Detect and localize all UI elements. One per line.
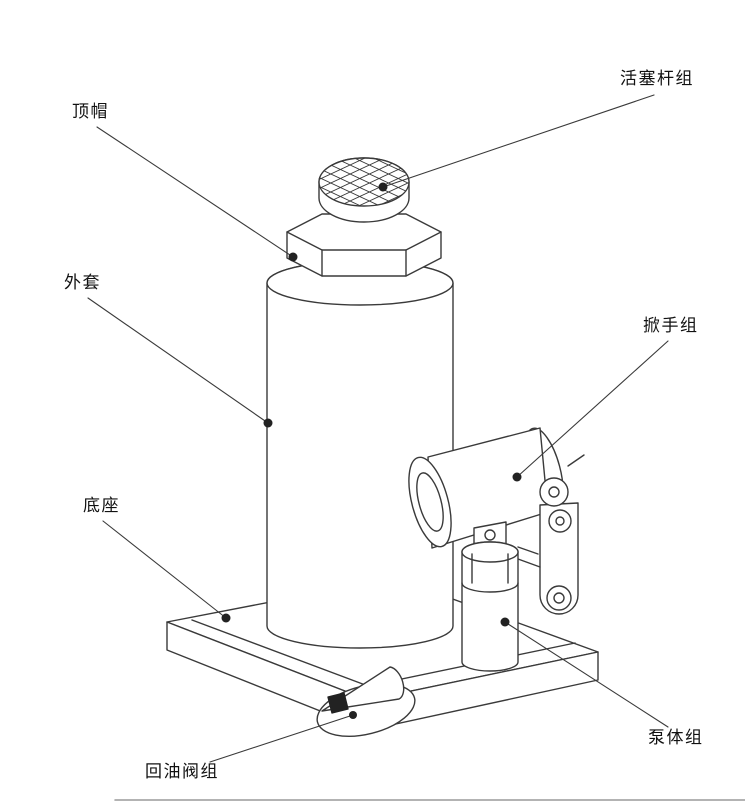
leader-piston-rod-assembly <box>382 94 655 188</box>
jack-handle-assembly <box>408 427 585 615</box>
leader-outer-sleeve <box>87 297 269 424</box>
label-pump-body-assembly: 泵体组 <box>648 728 704 747</box>
label-return-oil-valve-assembly: 回油阀组 <box>145 762 219 781</box>
dot-outer-sleeve <box>263 418 273 428</box>
label-base: 底座 <box>83 496 120 515</box>
leader-base <box>102 520 227 619</box>
dot-piston-rod-assembly <box>378 182 388 192</box>
jack-outer-sleeve <box>266 260 454 649</box>
knurl-pattern <box>319 158 409 206</box>
dot-return-valve <box>349 711 357 719</box>
label-piston-rod-assembly: 活塞杆组 <box>620 69 694 88</box>
jack-piston-saddle <box>318 157 410 223</box>
jack-collar-nut <box>286 213 442 277</box>
leader-handle-assembly <box>516 340 669 478</box>
leader-top-cap <box>96 126 294 258</box>
dot-pump-body-assembly <box>500 617 510 627</box>
dot-handle-assembly <box>512 472 522 482</box>
leader-return-valve <box>209 714 354 763</box>
callout-dots <box>221 182 522 719</box>
callout-leaders <box>87 94 669 763</box>
label-handle-assembly: 掀手组 <box>643 316 699 335</box>
label-outer-sleeve: 外套 <box>64 273 101 292</box>
dot-top-cap <box>288 252 298 262</box>
jack-return-valve <box>316 666 416 737</box>
dot-base <box>221 613 231 623</box>
leader-pump-body-assembly <box>504 621 669 728</box>
jack-pump-body <box>461 521 519 672</box>
label-top-cap: 顶帽 <box>72 102 109 121</box>
